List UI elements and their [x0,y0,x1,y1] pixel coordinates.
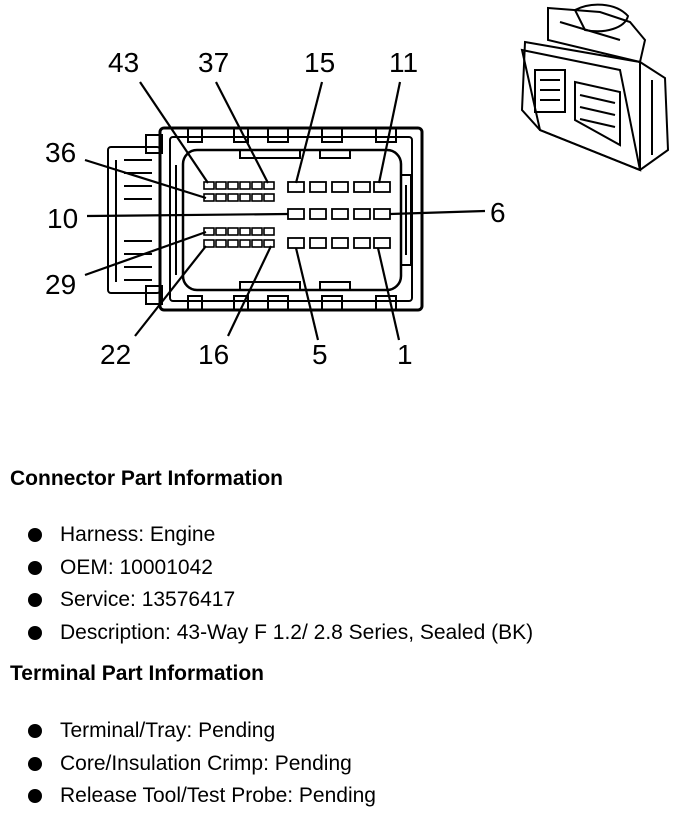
pin-label-16: 16 [198,339,229,370]
bullet-icon [28,528,42,542]
pin-label-5: 5 [312,339,328,370]
leader-lines [84,81,486,341]
terminal-info-list: Terminal/Tray: Pending Core/Insulation C… [28,715,376,813]
pin-label-6: 6 [490,197,506,228]
list-item: Release Tool/Test Probe: Pending [28,780,376,813]
connector-item-text: OEM: 10001042 [60,555,213,579]
connector-side-latch [107,134,163,305]
small-cavity-block-lower [203,227,275,248]
bullet-icon [28,560,42,575]
bullet-icon [28,789,42,804]
pin-labels: 43 37 15 11 36 10 29 6 22 16 5 1 [45,47,506,370]
connector-item-text: Service: 13576417 [60,588,236,612]
pin-label-10: 10 [47,203,78,234]
terminal-info-heading: Terminal Part Information [10,662,264,685]
connector-info-heading: Connector Part Information [10,467,284,490]
bullet-icon [28,724,42,738]
connector-item-text: Harness: Engine [60,523,216,546]
connector-item-text: Description: 43-Way F 1.2/ 2.8 Series, S… [60,621,534,645]
list-item: Service: 13576417 [28,584,533,617]
list-item: Description: 43-Way F 1.2/ 2.8 Series, S… [28,617,533,650]
bullet-icon [28,626,42,641]
pin-label-36: 36 [45,137,76,168]
list-item: Core/Insulation Crimp: Pending [28,748,376,781]
pin-label-11: 11 [389,47,418,78]
list-item: Harness: Engine [28,519,533,552]
terminal-item-text: Release Tool/Test Probe: Pending [60,784,376,808]
small-cavity-block-upper [203,181,275,202]
pin-label-1: 1 [397,339,413,370]
bullet-icon [28,756,42,771]
list-item: Terminal/Tray: Pending [28,715,376,748]
large-cavity-block [287,181,391,249]
connector-isometric-view [520,3,670,172]
connector-body [158,126,424,312]
pin-label-29: 29 [45,269,76,300]
terminal-item-text: Terminal/Tray: Pending [60,719,276,742]
pin-label-37: 37 [198,47,229,78]
pin-label-15: 15 [304,47,335,78]
terminal-item-text: Core/Insulation Crimp: Pending [60,751,352,775]
pin-label-43: 43 [108,47,139,78]
pin-label-22: 22 [100,339,131,370]
list-item: OEM: 10001042 [28,552,533,585]
bullet-icon [28,593,42,608]
connector-face-diagram: 43 37 15 11 36 10 29 6 22 16 5 1 [45,3,670,370]
connector-info-list: Harness: Engine OEM: 10001042 Service: 1… [28,519,533,650]
